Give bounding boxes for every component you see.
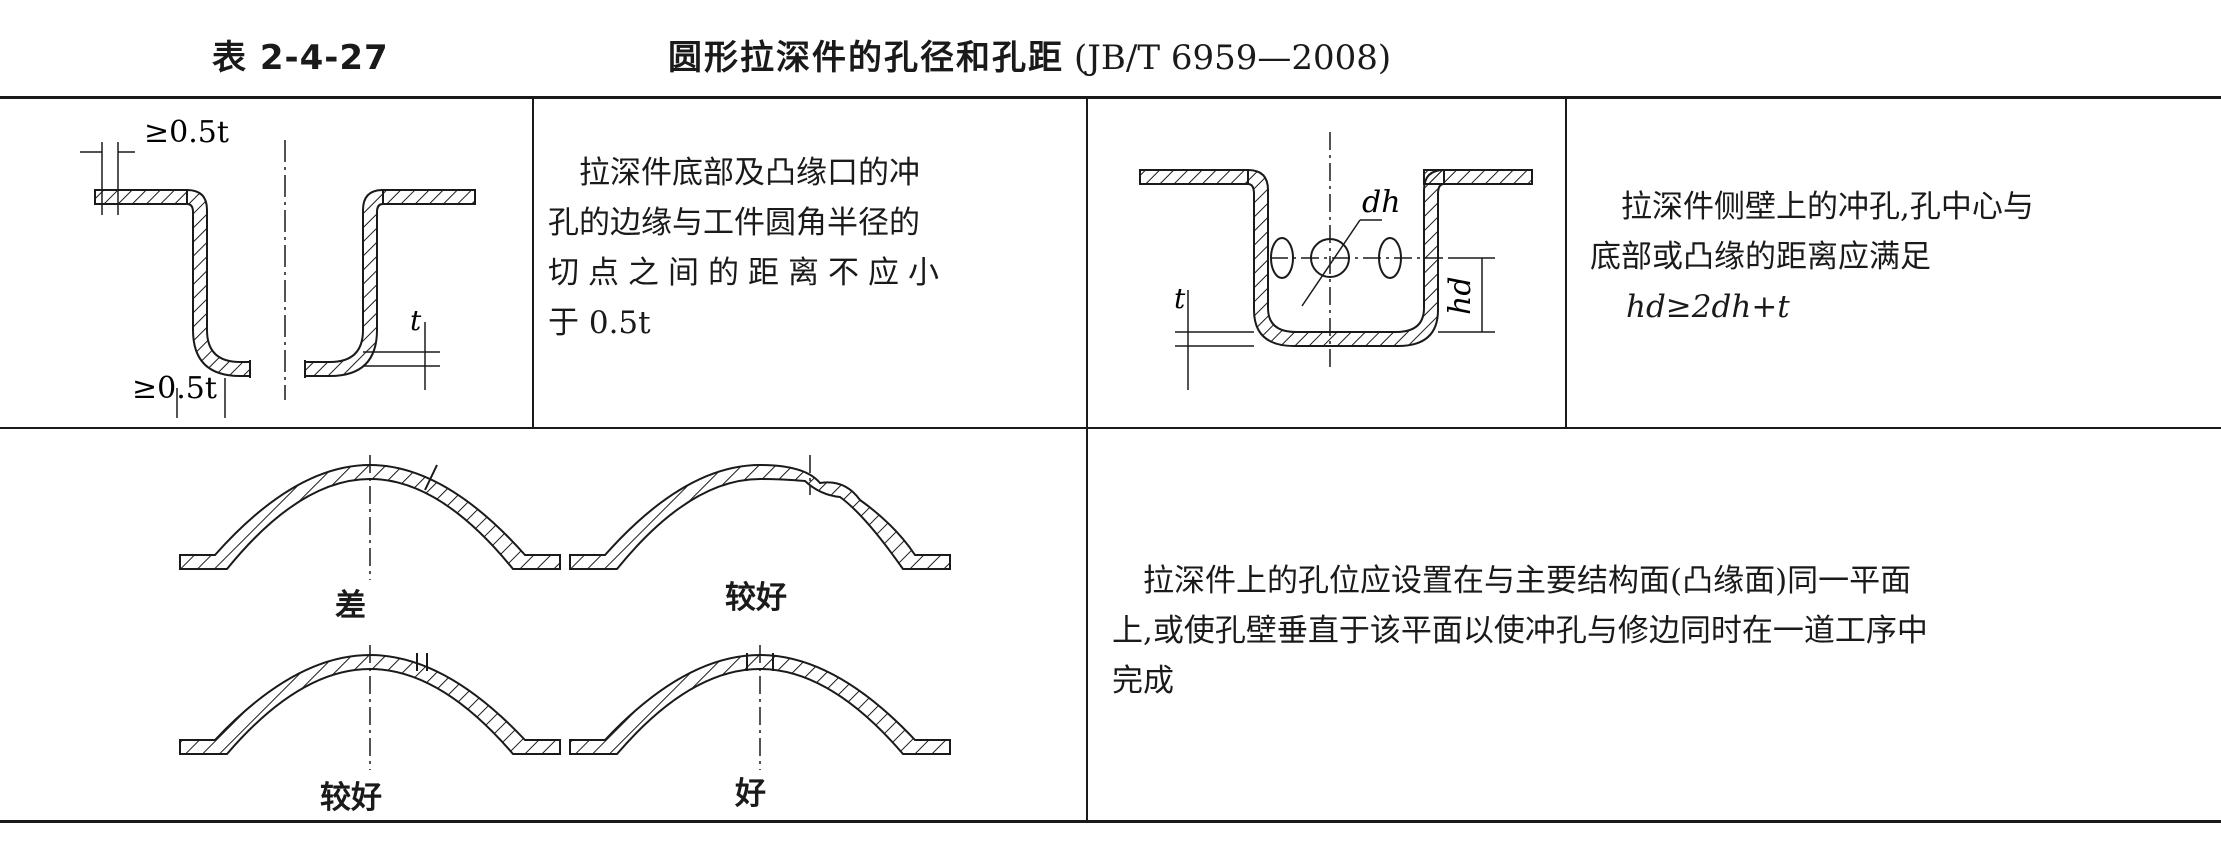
table-number: 表 2-4-27	[212, 38, 389, 78]
left-flange	[94, 189, 188, 205]
rule-text-2-formula: hd≥2dh+t	[1626, 289, 1790, 325]
rule-text-1-line-4: 于 0.5t	[548, 305, 651, 341]
row-divider	[0, 427, 2221, 429]
rule-text-1-line-3: 切点之间的距离不应小	[548, 255, 948, 291]
left-flange	[1139, 169, 1249, 185]
table-caption: 表 2-4-27 圆形拉深件的孔径和孔距(JB/T 6959—2008)	[0, 0, 2221, 98]
dim-thickness-label: t	[1174, 282, 1186, 315]
col-divider-1	[532, 98, 534, 428]
dim-height-label: hd	[1443, 276, 1478, 315]
rule-text-3: 拉深件上的孔位应设置在与主要结构面(凸缘面)同一平面 上,或使孔壁垂直于该平面以…	[1112, 556, 2207, 706]
rule-text-2: 拉深件侧壁上的冲孔,孔中心与 底部或凸缘的距离应满足 hd≥2dh+t	[1590, 182, 2205, 332]
rule-text-1-line-1: 拉深件底部及凸缘口的冲	[579, 155, 920, 191]
rule-text-2-line-2: 底部或凸缘的距离应满足	[1590, 239, 1931, 275]
rule-text-3-line-3: 完成	[1112, 663, 1174, 699]
rule-text-3-line-2: 上,或使孔壁垂直于该平面以使冲孔与修边同时在一道工序中	[1112, 613, 1928, 649]
dim-hole-label: dh	[1362, 185, 1401, 220]
rule-text-1: 拉深件底部及凸缘口的冲 孔的边缘与工件圆角半径的 切点之间的距离不应小 于 0.…	[548, 148, 1073, 348]
dome-figure-fair	[569, 455, 951, 570]
rule-text-3-line-1: 拉深件上的孔位应设置在与主要结构面(凸缘面)同一平面	[1143, 563, 1912, 599]
dim-top-label: ≥0.5t	[144, 115, 229, 150]
rule-text-1-line-2: 孔的边缘与工件圆角半径的	[548, 205, 920, 241]
dome-label-good: 好	[735, 776, 766, 812]
cup-wall	[1247, 168, 1445, 347]
dim-bottom-label: ≥0.5t	[132, 371, 217, 406]
dome-label-fair-1: 较好	[725, 580, 787, 616]
table-title-main: 圆形拉深件的孔径和孔距	[668, 38, 1064, 78]
dome-label-fair-2: 较好	[320, 780, 382, 816]
table-top-rule	[0, 96, 2221, 99]
dim-thickness-label: t	[410, 304, 422, 337]
table-standard: (JB/T 6959—2008)	[1074, 38, 1392, 78]
right-flange	[382, 189, 476, 205]
dome-figure-fair-2	[179, 645, 561, 770]
col-divider-3	[1565, 98, 1567, 428]
cup-wall	[186, 188, 384, 377]
figure-cup-bottom-hole: ≥0.5t ≥0.5t t	[80, 115, 476, 418]
right-flange	[1423, 169, 1533, 185]
table-bottom-rule	[0, 820, 2221, 823]
col-divider-2	[1086, 98, 1088, 821]
dome-figure-poor	[179, 455, 561, 580]
dome-figure-good	[569, 645, 951, 770]
table-title: 圆形拉深件的孔径和孔距(JB/T 6959—2008)	[668, 30, 1391, 79]
rule-text-2-line-1: 拉深件侧壁上的冲孔,孔中心与	[1621, 189, 2034, 225]
figure-cup-side-hole: dh hd t	[1139, 132, 1533, 390]
bottom-hole	[250, 360, 305, 378]
dome-label-poor: 差	[335, 588, 366, 624]
